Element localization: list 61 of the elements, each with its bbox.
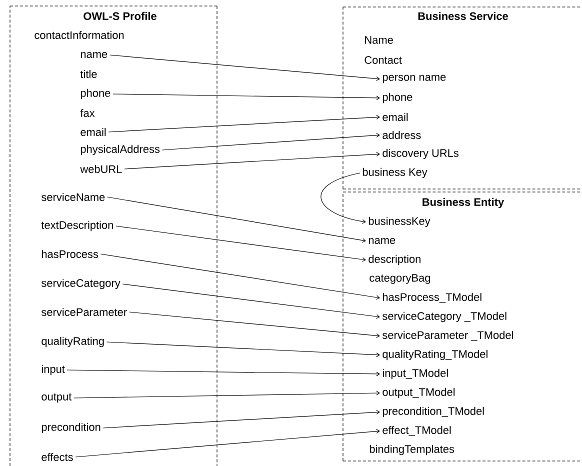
- field-label: business Key: [362, 168, 428, 178]
- arrow: [122, 284, 380, 319]
- field-label: serviceParameter _TModel: [382, 330, 513, 342]
- panel-heading: OWL-S Profile: [84, 12, 156, 20]
- profile-panel: [10, 6, 218, 466]
- field-label: serviceCategory _TModel: [382, 312, 506, 322]
- arrow: [116, 226, 366, 262]
- field-label: title: [80, 70, 97, 78]
- arrow: [112, 94, 380, 100]
- field-label: categoryBag: [370, 274, 430, 284]
- field-label: input: [42, 364, 65, 376]
- entity-panel: [342, 192, 582, 462]
- field-label: precondition: [42, 422, 100, 434]
- arrow: [66, 370, 380, 376]
- field-label: qualityRating_TModel: [382, 350, 488, 360]
- field-label: address: [382, 130, 421, 140]
- field-label: serviceName: [42, 192, 105, 202]
- field-label: description: [368, 254, 420, 266]
- field-label: effect_TModel: [382, 426, 451, 436]
- field-label: name: [368, 238, 396, 244]
- field-label: effects: [42, 452, 73, 461]
- field-label: discovery URLs: [382, 148, 458, 160]
- field-label: serviceCategory: [42, 278, 120, 290]
- field-label: bindingTemplates: [370, 444, 454, 456]
- field-label: physicalAddress: [80, 144, 160, 156]
- field-label: contactInformation: [34, 30, 124, 40]
- arrow: [106, 342, 380, 358]
- field-label: qualityRating: [42, 336, 104, 348]
- panel-heading: Business Entity: [422, 198, 504, 208]
- field-label: hasProcess_TModel: [382, 292, 482, 304]
- panel-heading: Business Service: [418, 12, 508, 20]
- field-label: phone: [80, 88, 110, 100]
- arrow: [128, 312, 380, 338]
- field-label: input_TModel: [382, 368, 448, 380]
- field-label: textDescription: [41, 220, 113, 232]
- arrow: [110, 54, 380, 81]
- arrow: [320, 172, 366, 224]
- arrow: [100, 254, 380, 300]
- arrow: [124, 152, 380, 170]
- field-label: businessKey: [368, 216, 430, 228]
- field-label: email: [80, 128, 106, 136]
- arrow: [75, 429, 380, 458]
- field-label: person name: [382, 74, 446, 84]
- arrow: [162, 132, 380, 150]
- service-panel: [342, 6, 582, 190]
- arrow: [102, 410, 380, 428]
- field-label: hasProcess: [42, 250, 98, 258]
- field-label: name: [80, 52, 108, 58]
- field-label: Name: [365, 36, 393, 44]
- arrow: [108, 114, 380, 132]
- field-label: output: [42, 393, 72, 403]
- field-label: fax: [80, 108, 95, 118]
- field-label: webURL: [80, 164, 122, 174]
- arrow: [107, 196, 366, 243]
- field-label: serviceParameter: [42, 308, 127, 316]
- field-label: phone: [382, 92, 412, 104]
- field-label: output_TModel: [382, 388, 455, 398]
- field-label: precondition_TModel: [382, 406, 484, 418]
- arrow: [74, 390, 380, 398]
- field-label: email: [382, 112, 408, 122]
- field-label: Contact: [364, 56, 402, 64]
